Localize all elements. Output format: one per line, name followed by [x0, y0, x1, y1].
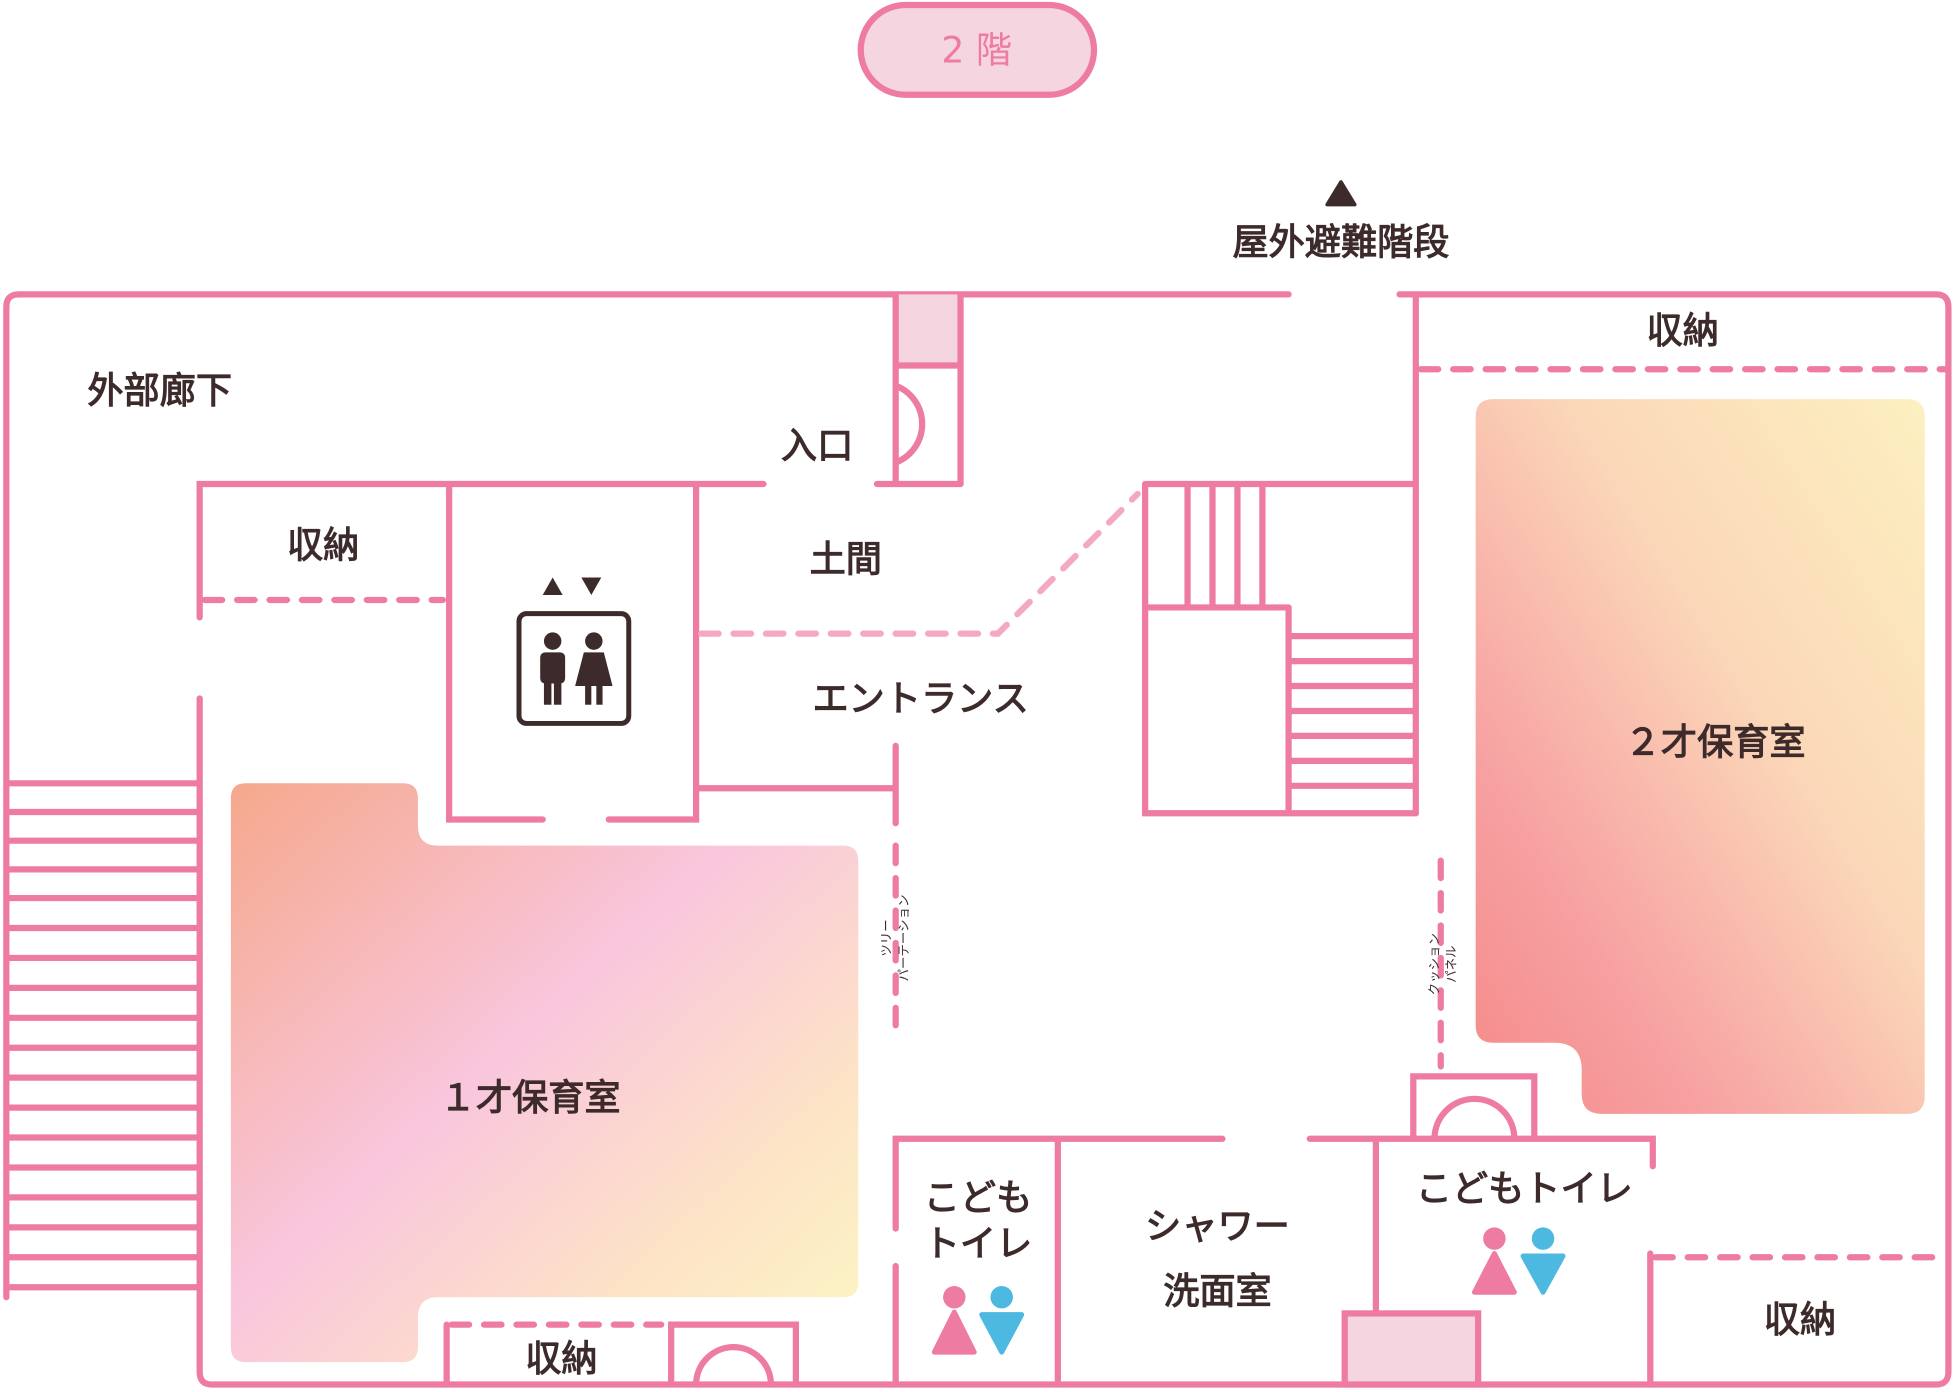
- room-1yr-label: １才保育室: [440, 1076, 621, 1119]
- doma-label: 土間: [810, 537, 882, 580]
- evac-stairs-label: 屋外避難階段: [1232, 220, 1449, 263]
- cushion-panel-label: クッション パネル: [1426, 933, 1458, 995]
- tree-partition-label-1: ツリー: [879, 919, 894, 956]
- floor-badge: 2 階: [857, 1, 1098, 98]
- storage-label: 収納: [525, 1337, 597, 1380]
- outer-corridor-label: 外部廊下: [87, 369, 232, 412]
- storage-label: 収納: [1647, 309, 1719, 352]
- cushion-panel-label-2: パネル: [1444, 945, 1459, 982]
- room-1yr: [230, 783, 859, 1363]
- toilet-icon: [1471, 1227, 1566, 1295]
- walls: [3, 291, 1952, 1388]
- storage-label: 収納: [287, 524, 359, 567]
- up-arrow-icon: [1325, 180, 1357, 207]
- toilet-icon: [931, 1285, 1025, 1355]
- entrance-label: エントランス: [813, 677, 1029, 720]
- room-2yr-label: ２才保育室: [1625, 721, 1806, 764]
- kids-toilet-label: トイレ: [924, 1222, 1032, 1265]
- elevator-icon: [516, 577, 632, 726]
- kids-toilet-label: こども: [924, 1176, 1032, 1219]
- cushion-panel-label-1: クッション: [1426, 933, 1441, 995]
- tree-partition-label: ツリー パーテーション: [879, 894, 911, 981]
- kids-toilet-label: こどもトイレ: [1416, 1167, 1633, 1210]
- washroom-label: 洗面室: [1163, 1269, 1271, 1312]
- room-2yr: [1475, 399, 1925, 1114]
- tree-partition-label-2: パーテーション: [896, 894, 911, 981]
- floor-badge-label: 2 階: [941, 28, 1012, 71]
- entrance-door-label: 入口: [781, 424, 853, 467]
- shower-label: シャワー: [1145, 1205, 1290, 1248]
- storage-label: 収納: [1764, 1298, 1836, 1341]
